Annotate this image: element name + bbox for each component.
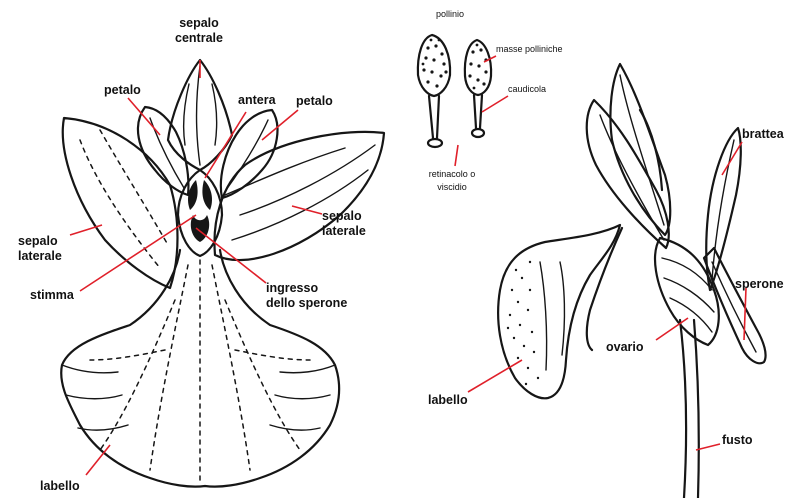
side-view-labels: brattea sperone ovario labello fusto [428, 127, 785, 447]
side-view-leaders [468, 142, 746, 450]
lateral-sepal-right [214, 132, 384, 260]
label-sepalo-laterale-left-1: sepalo [18, 234, 58, 248]
front-view-labels: sepalo centrale petalo antera petalo sep… [18, 16, 366, 493]
label-sepalo-laterale-right-2: laterale [322, 224, 366, 238]
label-stimma: stimma [30, 288, 75, 302]
label-ingresso-1: ingresso [266, 281, 318, 295]
label-sperone: sperone [735, 277, 784, 291]
pollinium-left [418, 35, 450, 96]
label-petalo-right: petalo [296, 94, 333, 108]
label-fusto: fusto [722, 433, 753, 447]
label-sepalo-centrale-2: centrale [175, 31, 223, 45]
label-sepalo-centrale-1: sepalo [179, 16, 219, 30]
label-retinacolo-2: viscidio [437, 182, 467, 192]
label-ovario: ovario [606, 340, 644, 354]
label-sepalo-laterale-right-1: sepalo [322, 209, 362, 223]
pollinia-labels: pollinio masse polliniche caudicola reti… [429, 9, 563, 192]
label-retinacolo-1: retinacolo o [429, 169, 476, 179]
label-petalo-left: petalo [104, 83, 141, 97]
label-labello-front: labello [40, 479, 80, 493]
label-pollinio: pollinio [436, 9, 464, 19]
pollinia-detail [418, 35, 491, 147]
label-labello-side: labello [428, 393, 468, 407]
side-labellum [498, 225, 620, 398]
front-view-flower [61, 60, 384, 487]
stem [680, 320, 686, 498]
label-ingresso-2: dello sperone [266, 296, 347, 310]
label-brattea: brattea [742, 127, 785, 141]
label-masse-polliniche: masse polliniche [496, 44, 563, 54]
pollinium-right [465, 40, 491, 95]
label-caudicola: caudicola [508, 84, 546, 94]
label-sepalo-laterale-left-2: laterale [18, 249, 62, 263]
label-antera: antera [238, 93, 277, 107]
